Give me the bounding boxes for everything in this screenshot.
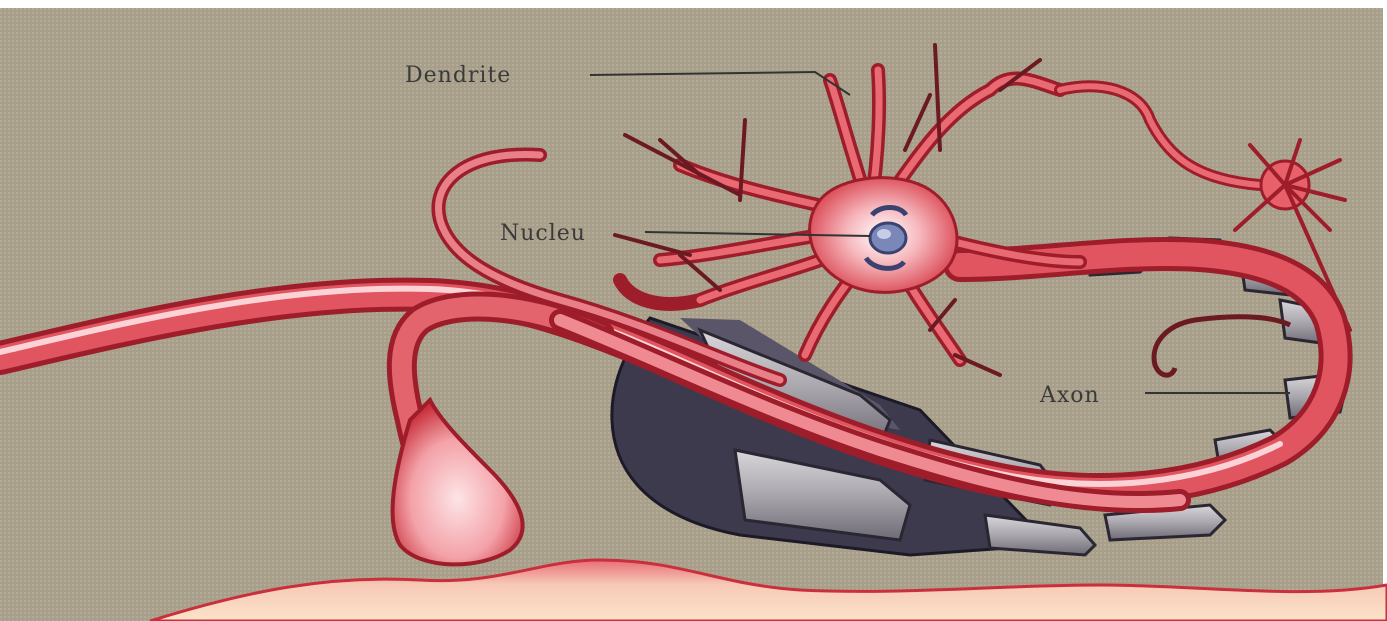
frame-top-border bbox=[0, 0, 1387, 8]
dendrite-label: Dendrite bbox=[405, 63, 511, 88]
axon-label: Axon bbox=[1039, 383, 1100, 408]
nucleus-label: Nucleu bbox=[500, 221, 586, 246]
frame-right-border bbox=[1383, 0, 1387, 621]
